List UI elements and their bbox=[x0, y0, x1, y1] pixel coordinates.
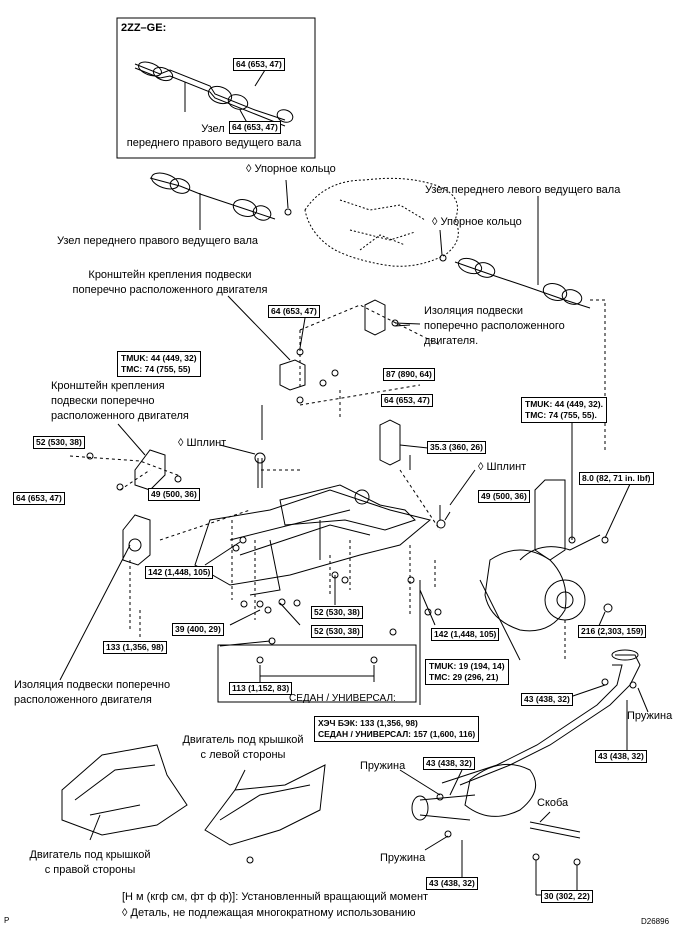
torque-sedan: СЕДАН / УНИВЕРСАЛ: 157 (1,600, 116) bbox=[318, 729, 476, 739]
inset-shaft-label-line2: переднего правого ведущего вала bbox=[126, 137, 302, 149]
torque-49-a: 49 (500, 36) bbox=[148, 488, 200, 501]
left-mount-bracket bbox=[86, 449, 182, 491]
inset-shaft-label-line1: Узел bbox=[201, 123, 225, 135]
torque-49-b: 49 (500, 36) bbox=[478, 490, 530, 503]
exhaust-bracket bbox=[529, 821, 581, 866]
left-shaft-label: Узел переднего левого ведущего вала bbox=[425, 184, 621, 196]
under-cover-left bbox=[204, 764, 326, 864]
torque-tmc-2: TMC: 74 (755, 55). bbox=[525, 410, 597, 420]
legend-torque: [Н м (кгф см, фт ф ф)]: Установленный вр… bbox=[122, 891, 429, 903]
torque-hatch-sedan: ХЭЧ БЭК: 133 (1,356, 98) СЕДАН / УНИВЕРС… bbox=[314, 716, 480, 742]
left-drive-shaft bbox=[439, 254, 591, 309]
front-crossmember bbox=[194, 489, 432, 596]
right-cover-label-line1: Двигатель под крышкой bbox=[29, 849, 151, 861]
torque-64-c: 64 (653, 47) bbox=[13, 492, 65, 505]
left-bracket-label-line2: подвески поперечно bbox=[51, 395, 155, 407]
torque-tmuk-tmc-1: TMUK: 44 (449, 32) TMC: 74 (755, 55) bbox=[117, 351, 201, 377]
spring-label-3: Пружина bbox=[380, 852, 426, 864]
inset-engine-code: 2ZZ–GE: bbox=[121, 22, 167, 34]
bracket-clamp-label: Скоба bbox=[537, 797, 569, 809]
left-bracket-label-line3: расположенного двигателя bbox=[51, 410, 189, 422]
steering-gear bbox=[279, 419, 416, 531]
left-mount-insulator bbox=[122, 514, 151, 566]
torque-tmc-1: TMC: 74 (755, 55) bbox=[121, 364, 191, 374]
snap-ring-label-2: ◊ Упорное кольцо bbox=[432, 216, 522, 228]
torque-tmuk-tmc-2: TMUK: 44 (449, 32). TMC: 74 (755, 55). bbox=[521, 397, 607, 423]
right-shaft-label: Узел переднего правого ведущего вала bbox=[57, 235, 258, 247]
inset-leader-top bbox=[254, 69, 266, 87]
snap-ring-label-1: ◊ Упорное кольцо bbox=[246, 163, 336, 175]
torque-tmc-3: TMC: 29 (296, 21) bbox=[429, 672, 499, 682]
left-insulator-label-line2: расположенного двигателя bbox=[14, 694, 152, 706]
torque-113: 113 (1,152, 83) bbox=[229, 682, 293, 695]
torque-52-c: 52 (530, 38) bbox=[311, 625, 363, 638]
torque-tmuk-3: TMUK: 19 (194, 14) bbox=[429, 661, 505, 671]
torque-142-b: 142 (1,448, 105) bbox=[431, 628, 500, 641]
right-cover-label-line2: с правой стороны bbox=[44, 864, 136, 876]
top-bracket-label-line1: Кронштейн крепления подвески bbox=[88, 269, 252, 281]
inset-frame bbox=[116, 17, 316, 159]
torque-87: 87 (890, 64) bbox=[383, 368, 435, 381]
inset-torque-bottom: 64 (653, 47) bbox=[229, 121, 281, 134]
torque-39: 39 (400, 29) bbox=[172, 623, 224, 636]
torque-43-c: 43 (438, 32) bbox=[423, 757, 475, 770]
exhaust-front-pipe bbox=[411, 649, 641, 838]
torque-43-a: 43 (438, 32) bbox=[521, 693, 573, 706]
torque-52-b: 52 (530, 38) bbox=[311, 606, 363, 619]
footer-figure-code: D26896 bbox=[641, 917, 670, 926]
torque-43-d: 43 (438, 32) bbox=[426, 877, 478, 890]
torque-216: 216 (2,303, 159) bbox=[578, 625, 647, 638]
torque-64-b: 64 (653, 47) bbox=[381, 394, 433, 407]
torque-tmuk-tmc-3: TMUK: 19 (194, 14) TMC: 29 (296, 21) bbox=[425, 659, 509, 685]
steering-knuckle-brake bbox=[484, 479, 613, 632]
top-mount-bracket bbox=[279, 299, 399, 404]
torque-30: 30 (302, 22) bbox=[541, 890, 593, 903]
torque-142-a: 142 (1,448, 105) bbox=[145, 566, 214, 579]
left-insulator-label-line1: Изоляция подвески поперечно bbox=[14, 679, 171, 691]
spring-label-2: Пружина bbox=[360, 760, 406, 772]
left-cover-label-line2: с левой стороны bbox=[200, 749, 286, 761]
torque-tmuk-1: TMUK: 44 (449, 32) bbox=[121, 353, 197, 363]
torque-tmuk-2: TMUK: 44 (449, 32). bbox=[525, 399, 603, 409]
torque-43-b: 43 (438, 32) bbox=[595, 750, 647, 763]
top-bracket-label-line2: поперечно расположенного двигателя bbox=[72, 284, 268, 296]
top-insulator-label-line1: Изоляция подвески bbox=[424, 305, 524, 317]
inset-drive-shaft bbox=[134, 61, 294, 127]
left-cover-label-line1: Двигатель под крышкой bbox=[182, 734, 304, 746]
cotter-pin-label-2: ◊ Шплинт bbox=[478, 461, 527, 473]
top-insulator-label-line2: поперечно расположенного bbox=[424, 320, 565, 332]
sedan-wagon-label: СЕДАН / УНИВЕРСАЛ: bbox=[289, 693, 396, 704]
top-insulator-label-line3: двигателя. bbox=[424, 335, 479, 347]
torque-8: 8.0 (82, 71 in. lbf) bbox=[579, 472, 654, 485]
torque-52-a: 52 (530, 38) bbox=[33, 436, 85, 449]
spring-label-1: Пружина bbox=[627, 710, 673, 722]
right-drive-shaft bbox=[149, 172, 292, 221]
inset-torque-top: 64 (653, 47) bbox=[233, 58, 285, 71]
cotter-pin-label-1: ◊ Шплинт bbox=[178, 437, 227, 449]
footer-page-mark: P bbox=[4, 916, 10, 925]
torque-hatch: ХЭЧ БЭК: 133 (1,356, 98) bbox=[318, 718, 418, 728]
torque-64-a: 64 (653, 47) bbox=[268, 305, 320, 318]
sedan-wagon-frame bbox=[217, 644, 417, 703]
torque-35: 35.3 (360, 26) bbox=[427, 441, 486, 454]
under-cover-right bbox=[61, 744, 188, 836]
torque-133: 133 (1,356, 98) bbox=[103, 641, 167, 654]
left-bracket-label-line1: Кронштейн крепления bbox=[51, 380, 165, 392]
legend-non-reusable: ◊ Деталь, не подлежащая многократному ис… bbox=[122, 907, 416, 919]
